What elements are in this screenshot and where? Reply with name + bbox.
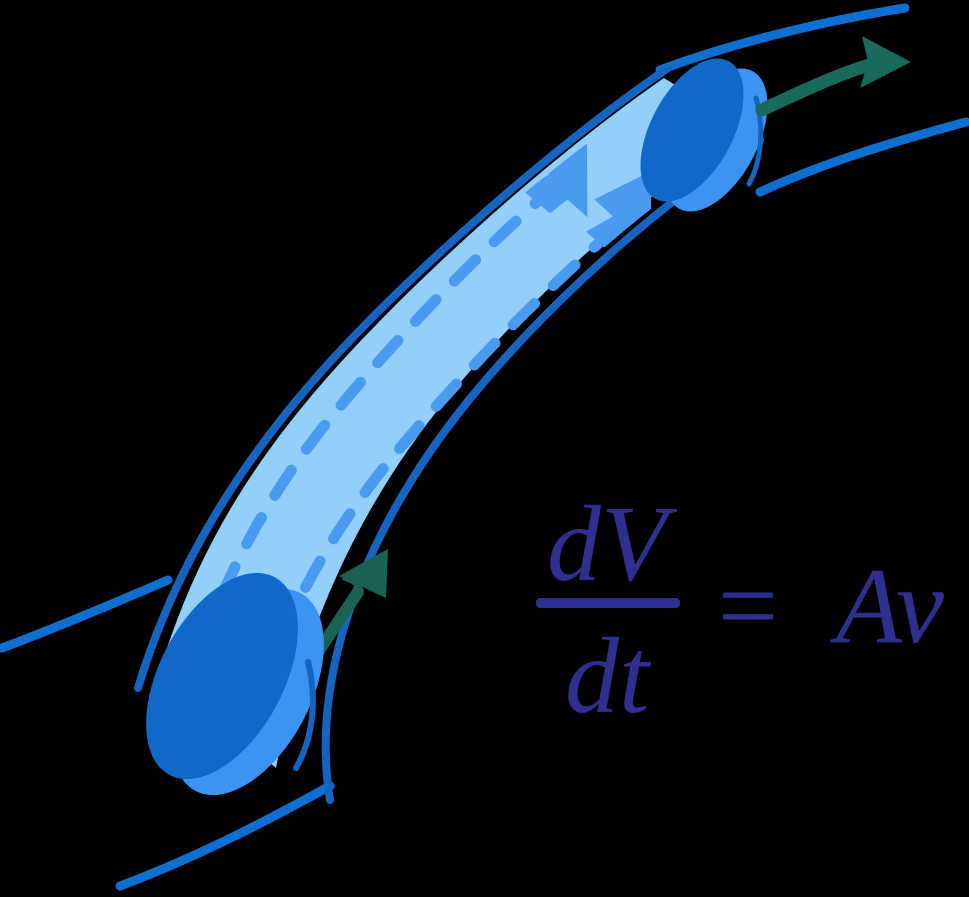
tube-edge-lower (321, 136, 764, 804)
outlet-cap-face (640, 58, 744, 202)
inlet-cap-face (146, 572, 298, 780)
inlet-cap (146, 572, 324, 796)
inlet-cap-rim-edge (293, 659, 316, 771)
outer-streamline-bottom (115, 781, 335, 891)
equation-right-side: Av (830, 547, 944, 666)
equation-denominator: dt (565, 617, 652, 736)
equation-numerator: dV (547, 485, 678, 604)
outlet-flow-arrow (755, 36, 911, 117)
outer-streamline-upper-right (755, 117, 969, 197)
outlet-flow-arrow-head (860, 36, 911, 88)
volumetric-flow-rate-equation: dV dt = Av (536, 485, 944, 736)
inlet-velocity-arrow-head-fill (339, 549, 388, 598)
equation-equals-sign: = (718, 547, 779, 666)
outer-streamline-top (655, 3, 910, 75)
tube-edge-upper (134, 64, 672, 692)
exterior-flow-lines (0, 3, 969, 891)
inlet-velocity-arrow-shaft (312, 586, 364, 658)
inlet-velocity-arrow (312, 549, 388, 658)
equation-fraction-bar (536, 598, 680, 608)
tube-surface (160, 78, 744, 768)
outer-streamline-left (0, 575, 173, 653)
